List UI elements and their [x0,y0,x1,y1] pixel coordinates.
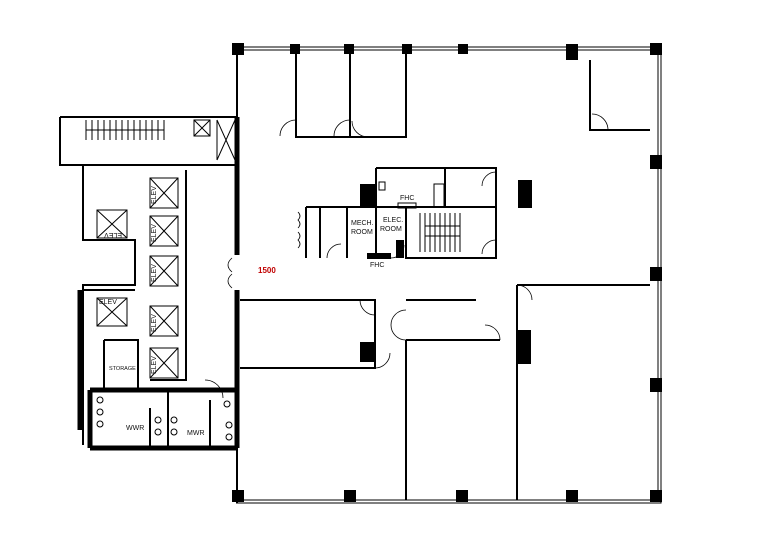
mech-room-label-2: ROOM [351,229,373,236]
exterior-walls [236,46,662,504]
elev-label: ELEV [151,314,158,332]
fhc-bottom-label: FHC [370,262,384,269]
elev-label: ELEV [151,186,158,204]
center-core [297,167,497,259]
elev-label: ELEV [99,299,117,306]
elev-label: ELEV [151,356,158,374]
fixtures [96,396,233,441]
mech-room-label-1: MECH. [351,220,374,227]
fhc-top-label: FHC [400,195,414,202]
storage-label: STORAGE [109,366,136,372]
suite-number-label: 1500 [258,266,276,275]
elec-room-label-1: ELEC. [383,217,403,224]
columns [232,43,662,502]
stair-core [85,120,165,140]
elev-label: ELEV [151,264,158,282]
womens-restroom-label: WWR [126,425,144,432]
stair-center [419,213,461,252]
bottom-offices [240,284,650,500]
top-offices [279,50,650,138]
mens-restroom-label: MWR [187,430,205,437]
elevators [96,177,179,379]
service-core [59,116,240,451]
elev-label: ELEV [104,231,122,238]
elev-label: ELEV [151,224,158,242]
elec-room-label-2: ROOM [380,226,402,233]
